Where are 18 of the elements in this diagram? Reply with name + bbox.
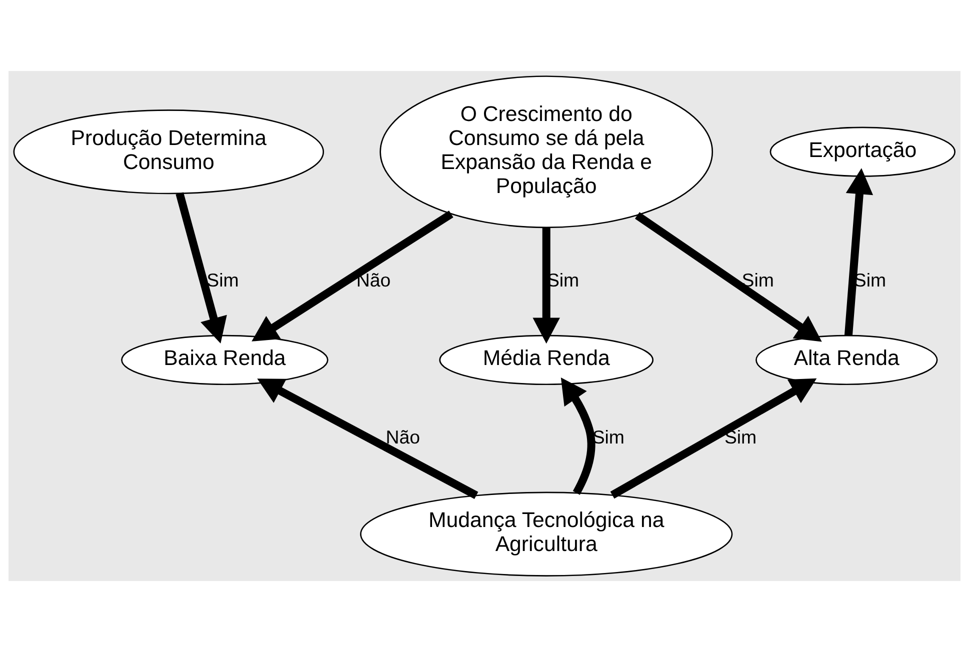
node-ellipse: Produção Determina Consumo (13, 110, 324, 194)
node-ellipse: Alta Renda (756, 334, 938, 386)
edge-label: Sim (206, 269, 239, 290)
node-ellipse: Exportação (770, 126, 956, 177)
node-ellipse: Mudança Tecnológica na Agricultura (360, 492, 733, 576)
arrow (844, 168, 874, 336)
arrow (176, 192, 227, 344)
arrow (252, 210, 454, 342)
node-ellipse: Baixa Renda (121, 334, 328, 386)
arrow (634, 212, 822, 342)
edge-label: Não (386, 426, 420, 448)
arrow (532, 227, 560, 344)
arrow (257, 378, 478, 499)
node-ellipse: O Crescimento do Consumo se dá pela Expansão da Renda e População (380, 76, 714, 228)
arrow (560, 377, 596, 495)
edge-label: Sim (742, 269, 774, 290)
node-ellipse: Média Renda (439, 334, 654, 386)
arrow (610, 378, 817, 499)
